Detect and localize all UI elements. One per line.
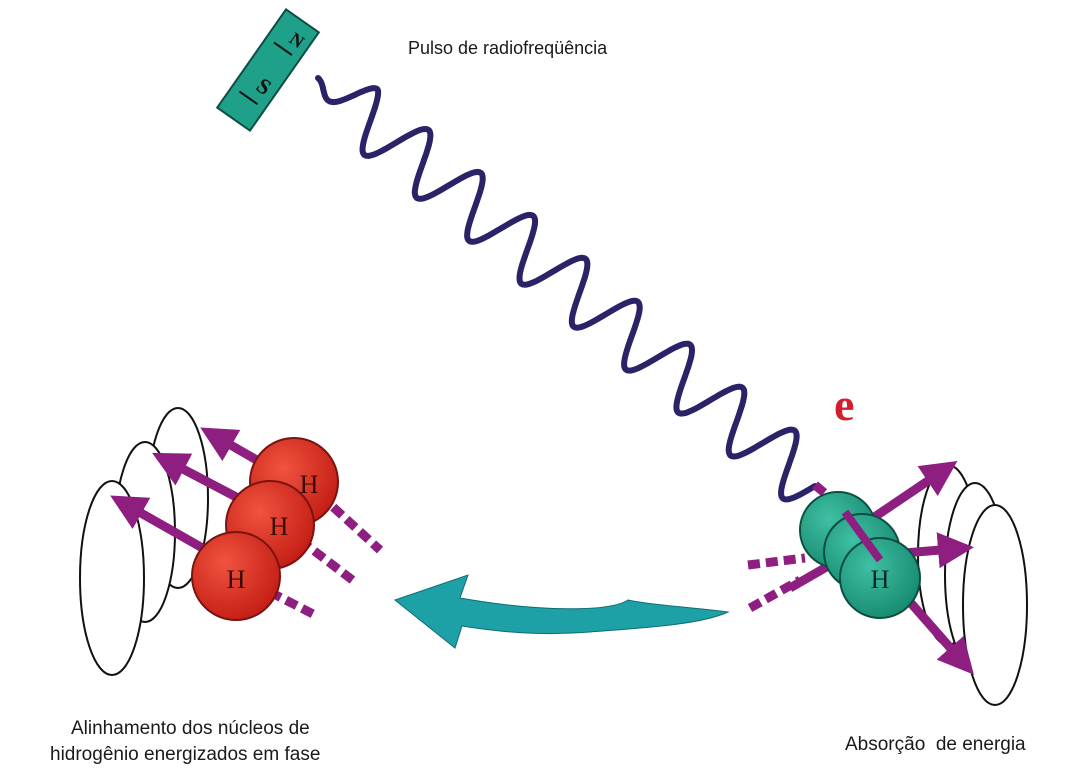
nucleus-label: H xyxy=(227,565,246,594)
energy-symbol: e xyxy=(834,379,854,430)
magnet: S N xyxy=(215,7,321,133)
return-arrow xyxy=(393,574,730,649)
left-spin-disks xyxy=(79,407,209,676)
absorption-label: Absorção de energia xyxy=(845,734,1026,755)
red-nuclei xyxy=(191,437,339,621)
red-nucleus-labels: H H H xyxy=(227,470,319,594)
teal-nucleus-labels: H xyxy=(871,565,890,594)
teal-cross-arrow xyxy=(841,509,884,563)
alignment-label-line1: Alinhamento dos núcleos de xyxy=(71,718,310,739)
nucleus-label: H xyxy=(270,512,289,541)
alignment-label-line2: hidrogênio energizados em fase xyxy=(50,744,321,765)
rf-pulse-label: Pulso de radiofreqüência xyxy=(408,38,608,58)
nucleus-label: H xyxy=(300,470,319,499)
nucleus-label: H xyxy=(871,565,890,594)
right-spin-disks xyxy=(917,464,1028,706)
radiofrequency-wave xyxy=(315,75,818,503)
teal-nuclei xyxy=(799,491,921,619)
